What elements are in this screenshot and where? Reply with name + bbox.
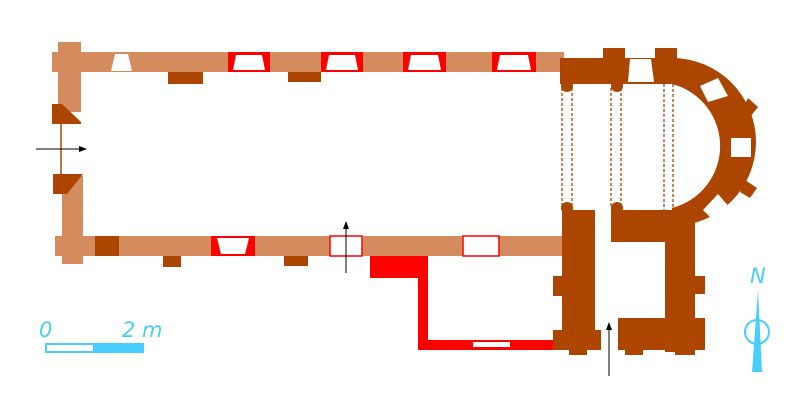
north-buttress xyxy=(288,72,321,82)
south-buttress xyxy=(284,256,308,266)
window-opening xyxy=(233,55,265,70)
north-window xyxy=(111,54,132,71)
north-windows-red xyxy=(228,52,536,72)
vault-springer xyxy=(561,80,573,92)
sacristy-annex xyxy=(370,256,558,350)
tower-south-wall xyxy=(618,318,705,350)
southwest-corner xyxy=(62,176,83,264)
scale-segment-white xyxy=(45,343,95,353)
west-door-jamb-south xyxy=(53,174,83,194)
north-label: N xyxy=(750,264,766,288)
tower-buttress xyxy=(569,348,587,355)
south-pier xyxy=(95,236,119,256)
chancel-buttress xyxy=(655,48,677,60)
scale-bar: 0 2 m xyxy=(39,318,163,353)
tower-buttress xyxy=(675,348,695,355)
annex-window xyxy=(473,342,510,347)
compass-needle-icon xyxy=(752,290,762,372)
south-door-blocked xyxy=(462,235,500,257)
vault-springer xyxy=(611,80,623,92)
scale-end-label: 2 m xyxy=(122,318,163,342)
west-door-jamb-north xyxy=(52,104,81,124)
window-opening xyxy=(217,238,249,254)
tower-west-wall xyxy=(562,210,595,350)
annex-west-wall xyxy=(418,256,428,350)
apse-window xyxy=(700,78,728,102)
apse-wall xyxy=(672,58,756,226)
tower-buttress xyxy=(553,330,601,350)
nave-south-wall xyxy=(55,236,564,256)
vault-ribs xyxy=(561,84,674,212)
scale-start-label: 0 xyxy=(39,318,52,342)
annex-block xyxy=(370,256,428,278)
nave xyxy=(52,42,564,267)
chancel xyxy=(553,48,758,355)
chancel-north-wall xyxy=(560,58,674,84)
north-arrow: N xyxy=(744,264,770,372)
tower-buttress xyxy=(625,348,643,355)
compass-circle-icon xyxy=(744,319,770,345)
window-opening xyxy=(497,55,531,70)
chancel-buttress xyxy=(603,48,625,60)
chancel-window xyxy=(628,59,654,82)
apse-window xyxy=(731,138,751,157)
apse-window xyxy=(703,194,730,220)
window-opening xyxy=(408,55,441,70)
scale-segment-blue xyxy=(94,343,144,353)
south-buttress xyxy=(163,256,181,267)
window-opening xyxy=(326,55,358,70)
tower-buttress xyxy=(695,276,705,294)
apse-buttress xyxy=(742,98,758,117)
northwest-corner xyxy=(58,42,81,112)
tower-buttress xyxy=(553,276,563,296)
north-buttress xyxy=(168,72,203,84)
apse-buttress xyxy=(740,180,757,198)
